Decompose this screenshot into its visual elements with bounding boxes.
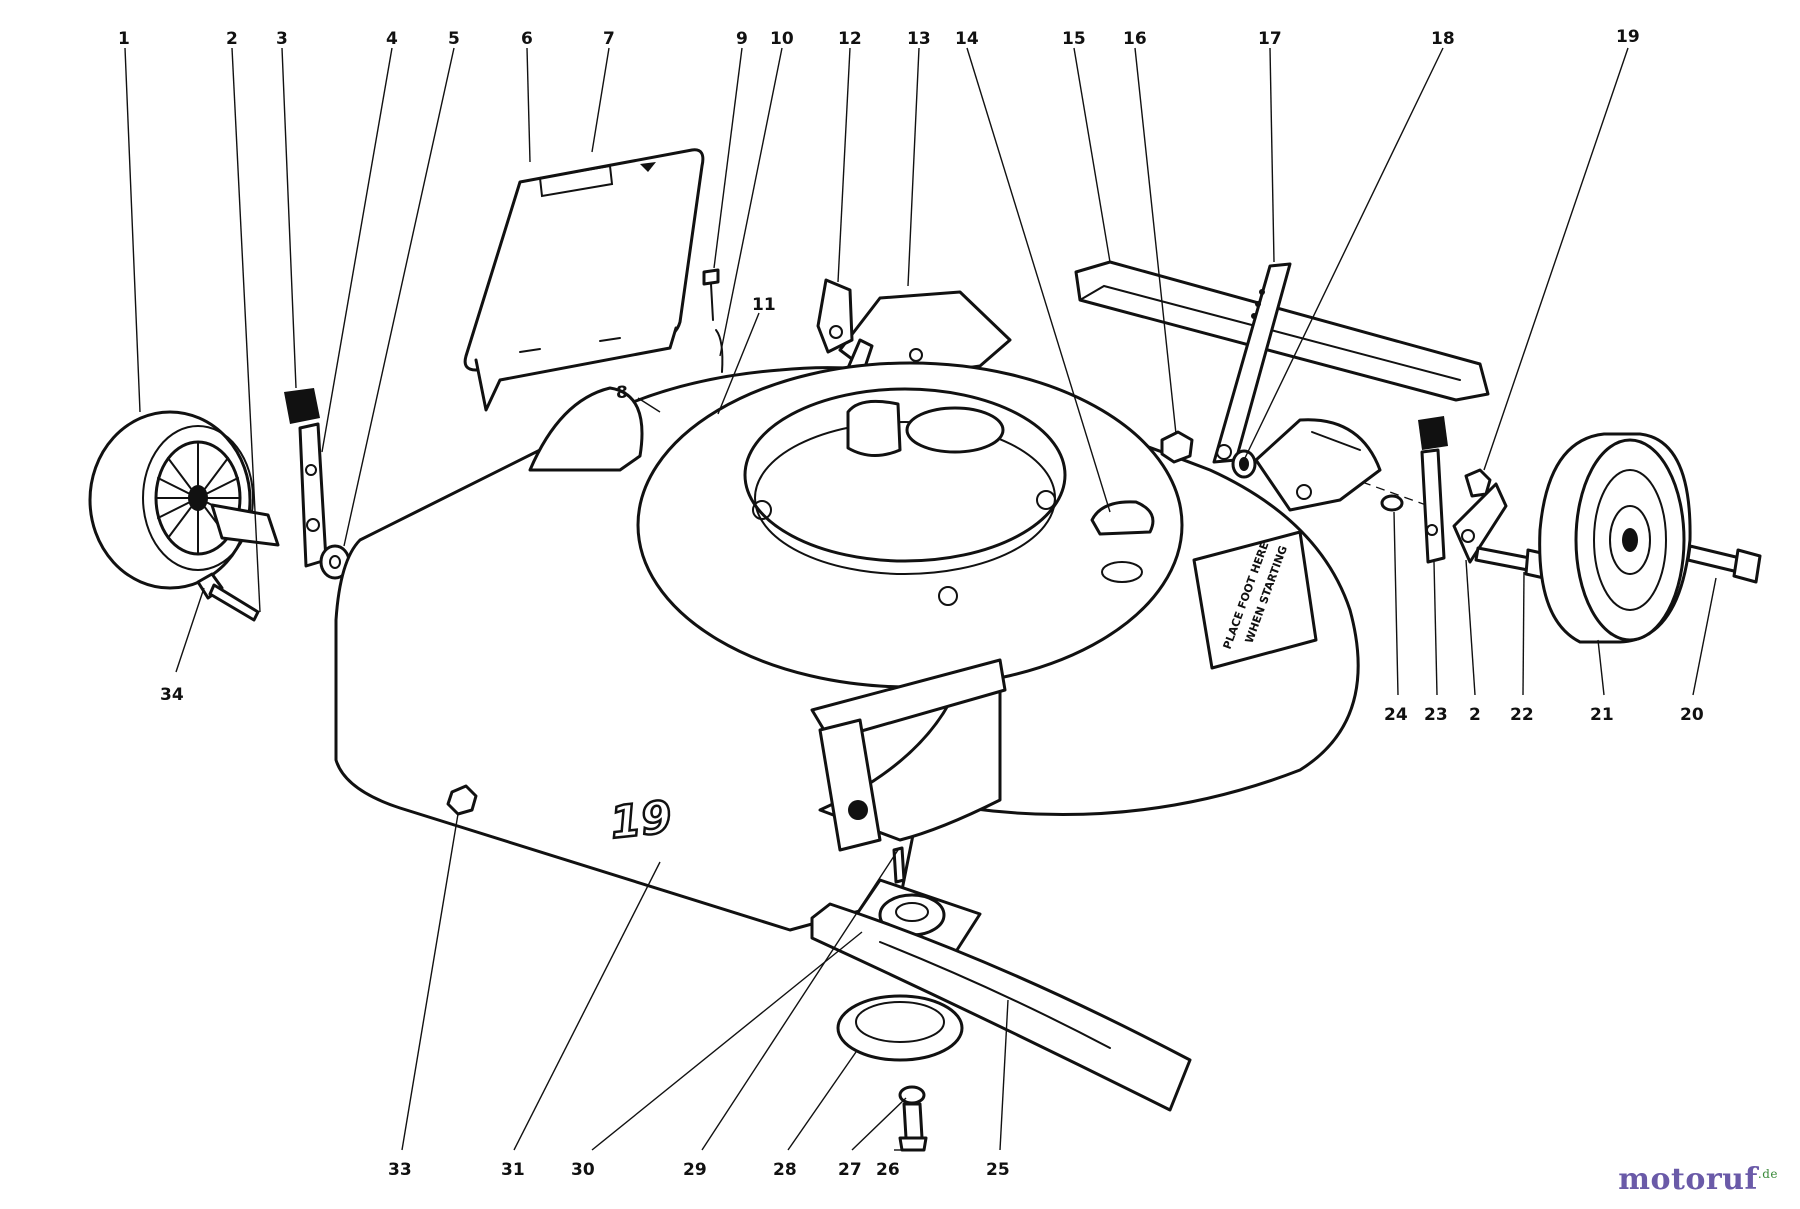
right-pivot-bolt — [1474, 546, 1548, 580]
blade-stiffener — [836, 994, 964, 1062]
callout-23: 23 — [1424, 705, 1448, 725]
callout-6: 6 — [521, 29, 533, 49]
blade-adapter — [844, 846, 982, 966]
deflector-screw — [702, 268, 724, 373]
callout-13: 13 — [907, 29, 931, 49]
callout-1: 1 — [118, 29, 130, 49]
callout-25: 25 — [986, 1160, 1010, 1180]
callout-7: 7 — [603, 29, 615, 49]
callout-11: 11 — [752, 295, 776, 315]
grass-deflector — [463, 148, 705, 412]
right-height-lever — [1418, 416, 1448, 564]
callout-17: 17 — [1258, 29, 1282, 49]
watermark-suffix: .de — [1757, 1167, 1778, 1181]
callout-3: 3 — [276, 29, 288, 49]
right-pivot-plate — [1452, 482, 1508, 564]
callout-18: 18 — [1431, 29, 1455, 49]
callout-16: 16 — [1123, 29, 1147, 49]
front-nut — [446, 784, 478, 816]
deck-number-mark: 19 — [608, 792, 674, 849]
callout-21: 21 — [1590, 705, 1614, 725]
callout-34: 34 — [160, 685, 184, 705]
callout-14: 14 — [955, 29, 979, 49]
left-wheel-bolt — [196, 572, 260, 622]
callout-12: 12 — [838, 29, 862, 49]
handle-nut — [1160, 430, 1194, 464]
watermark-text: motoruf — [1618, 1162, 1758, 1197]
left-height-lever — [284, 388, 328, 568]
callout-2-right: 2 — [1469, 705, 1481, 725]
callout-2-left: 2 — [226, 29, 238, 49]
callout-24: 24 — [1384, 705, 1408, 725]
watermark-logo: motoruf.de — [1618, 1162, 1778, 1197]
callout-19: 19 — [1616, 27, 1640, 47]
right-height-plate — [1254, 418, 1441, 512]
leader-lines — [124, 47, 1717, 1151]
callout-labels: 1 2 3 4 5 6 7 9 10 11 8 12 13 14 15 16 1… — [118, 27, 1704, 1180]
callout-15: 15 — [1062, 29, 1086, 49]
callout-8: 8 — [616, 383, 628, 403]
right-small-washer — [1380, 494, 1404, 512]
callout-9: 9 — [736, 29, 748, 49]
right-axle-bolt — [1686, 544, 1762, 584]
callout-31: 31 — [501, 1160, 525, 1180]
callout-27: 27 — [838, 1160, 862, 1180]
callout-30: 30 — [571, 1160, 595, 1180]
callout-22: 22 — [1510, 705, 1534, 725]
handle-washer — [1231, 449, 1257, 479]
callout-29: 29 — [683, 1160, 707, 1180]
callout-26: 26 — [876, 1160, 900, 1180]
right-wheel — [1538, 432, 1692, 644]
callout-20: 20 — [1680, 705, 1704, 725]
callout-4: 4 — [386, 29, 398, 49]
callout-10: 10 — [770, 29, 794, 49]
mower-deck: PLACE FOOT HERE WHEN STARTING 19 — [334, 290, 1360, 932]
rear-bracket — [816, 278, 854, 354]
blade-bolt — [898, 1085, 928, 1152]
callout-33: 33 — [388, 1160, 412, 1180]
callout-5: 5 — [448, 29, 460, 49]
left-wheel — [88, 410, 280, 590]
right-nut — [1464, 468, 1492, 498]
callout-28: 28 — [773, 1160, 797, 1180]
cutting-blade — [810, 902, 1192, 1112]
